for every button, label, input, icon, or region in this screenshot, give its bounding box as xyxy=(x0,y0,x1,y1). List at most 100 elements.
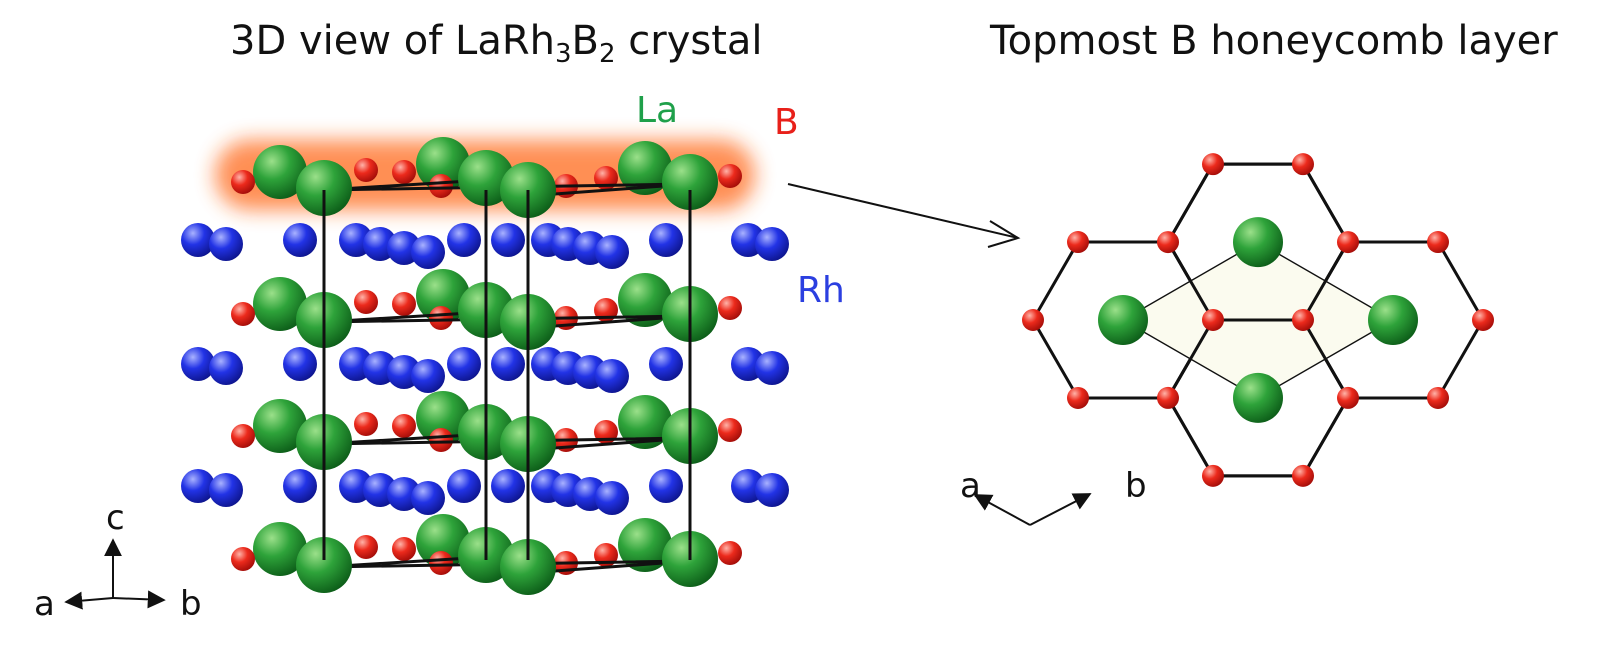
rh-atom xyxy=(649,223,683,257)
b-atom xyxy=(429,551,453,575)
honeycomb-layer xyxy=(1022,153,1494,487)
rh-atom xyxy=(283,469,317,503)
rh-atom xyxy=(209,351,243,385)
rh-atom xyxy=(447,469,481,503)
la-element-label: La xyxy=(636,90,679,131)
b-atom xyxy=(1292,308,1314,331)
rh-atom xyxy=(595,235,629,269)
rh-atom xyxy=(491,469,525,503)
b-atom xyxy=(1292,153,1314,176)
la-atom xyxy=(1368,295,1418,345)
title-honeycomb: Topmost B honeycomb layer xyxy=(990,18,1558,64)
b-atom xyxy=(718,296,742,320)
b-atom xyxy=(354,290,378,314)
la-atom xyxy=(416,391,470,445)
axis-indicators xyxy=(64,493,1092,610)
axis-a-arrow xyxy=(64,591,114,610)
la-atom xyxy=(296,160,352,216)
title-left-suffix: crystal xyxy=(615,18,763,64)
b-atom xyxy=(429,428,453,452)
b-atom xyxy=(392,537,416,561)
b-atom xyxy=(231,547,255,571)
b-atom xyxy=(1202,153,1224,176)
rh-atom xyxy=(447,347,481,381)
rh-atom xyxy=(411,359,445,393)
la-b-layer-1 xyxy=(231,137,742,218)
la-atom xyxy=(416,269,470,323)
rh-atom xyxy=(447,223,481,257)
rh-atom xyxy=(491,347,525,381)
unit-cell-edges xyxy=(322,190,692,560)
rh-atom xyxy=(595,359,629,393)
rh-atom xyxy=(755,473,789,507)
la-atom xyxy=(1098,295,1148,345)
b-atom xyxy=(354,535,378,559)
title-left-mid: B xyxy=(571,18,599,64)
b-atom xyxy=(1067,231,1089,254)
la-atom xyxy=(662,154,718,210)
la-atom xyxy=(500,539,556,595)
rh-atom xyxy=(181,469,215,503)
b-atom xyxy=(718,418,742,442)
la-atom xyxy=(1233,217,1283,268)
honeycomb-axis-a-arrow xyxy=(973,494,1031,526)
b-atom xyxy=(231,170,255,194)
axis-label-a: a xyxy=(34,584,55,624)
la-atom xyxy=(296,537,352,593)
la-atom xyxy=(253,277,307,331)
axis-label-b: b xyxy=(180,584,202,624)
b-atom xyxy=(354,158,378,182)
b-atom xyxy=(1202,464,1224,487)
la-atom xyxy=(416,137,470,191)
honeycomb-axis-b-arrow xyxy=(1029,493,1092,526)
rh-atom xyxy=(283,223,317,257)
rh-atom xyxy=(411,235,445,269)
b-atom xyxy=(392,160,416,184)
b-atom xyxy=(1292,464,1314,487)
honeycomb-axis-label-a: a xyxy=(960,466,981,506)
b-atom xyxy=(392,292,416,316)
title-3d-view: 3D view of LaRh3B2 crystal xyxy=(230,18,763,67)
b-atom xyxy=(1337,386,1359,409)
la-atom xyxy=(618,273,672,327)
rh-atom xyxy=(411,481,445,515)
rh-atom xyxy=(283,347,317,381)
la-atom xyxy=(1233,372,1283,423)
la-atom xyxy=(253,399,307,453)
la-atom xyxy=(253,145,307,199)
la-atom xyxy=(618,141,672,195)
rh-atom xyxy=(491,223,525,257)
b-element-label: B xyxy=(774,102,799,143)
b-atom xyxy=(1427,231,1449,254)
b-atom xyxy=(1472,309,1494,331)
rh-atom xyxy=(209,227,243,261)
subscript-2: 2 xyxy=(599,39,616,69)
b-atom xyxy=(1337,231,1359,254)
title-left-prefix: 3D view of LaRh xyxy=(230,18,555,64)
rh-atoms xyxy=(181,223,789,515)
b-atom xyxy=(718,541,742,565)
subscript-3: 3 xyxy=(555,39,572,69)
rh-atom xyxy=(649,469,683,503)
b-atom xyxy=(1022,309,1044,331)
b-atom xyxy=(718,164,742,188)
axis-b-arrow xyxy=(112,590,166,609)
pointer-arrow-head xyxy=(987,220,1021,248)
la-atom xyxy=(618,518,672,572)
b-atom xyxy=(231,424,255,448)
rh-atom xyxy=(209,473,243,507)
la-atom xyxy=(458,150,514,206)
axis-label-c: c xyxy=(106,498,125,538)
rh-atom xyxy=(649,347,683,381)
rh-atom xyxy=(181,347,215,381)
rh-atom xyxy=(595,481,629,515)
la-b-layer-4 xyxy=(231,514,742,595)
b-atom xyxy=(1067,386,1089,409)
rh-element-label: Rh xyxy=(797,270,845,311)
b-atom xyxy=(1202,308,1224,331)
rh-atom xyxy=(755,351,789,385)
la-atom xyxy=(416,514,470,568)
la-atom xyxy=(618,395,672,449)
b-atom xyxy=(392,414,416,438)
